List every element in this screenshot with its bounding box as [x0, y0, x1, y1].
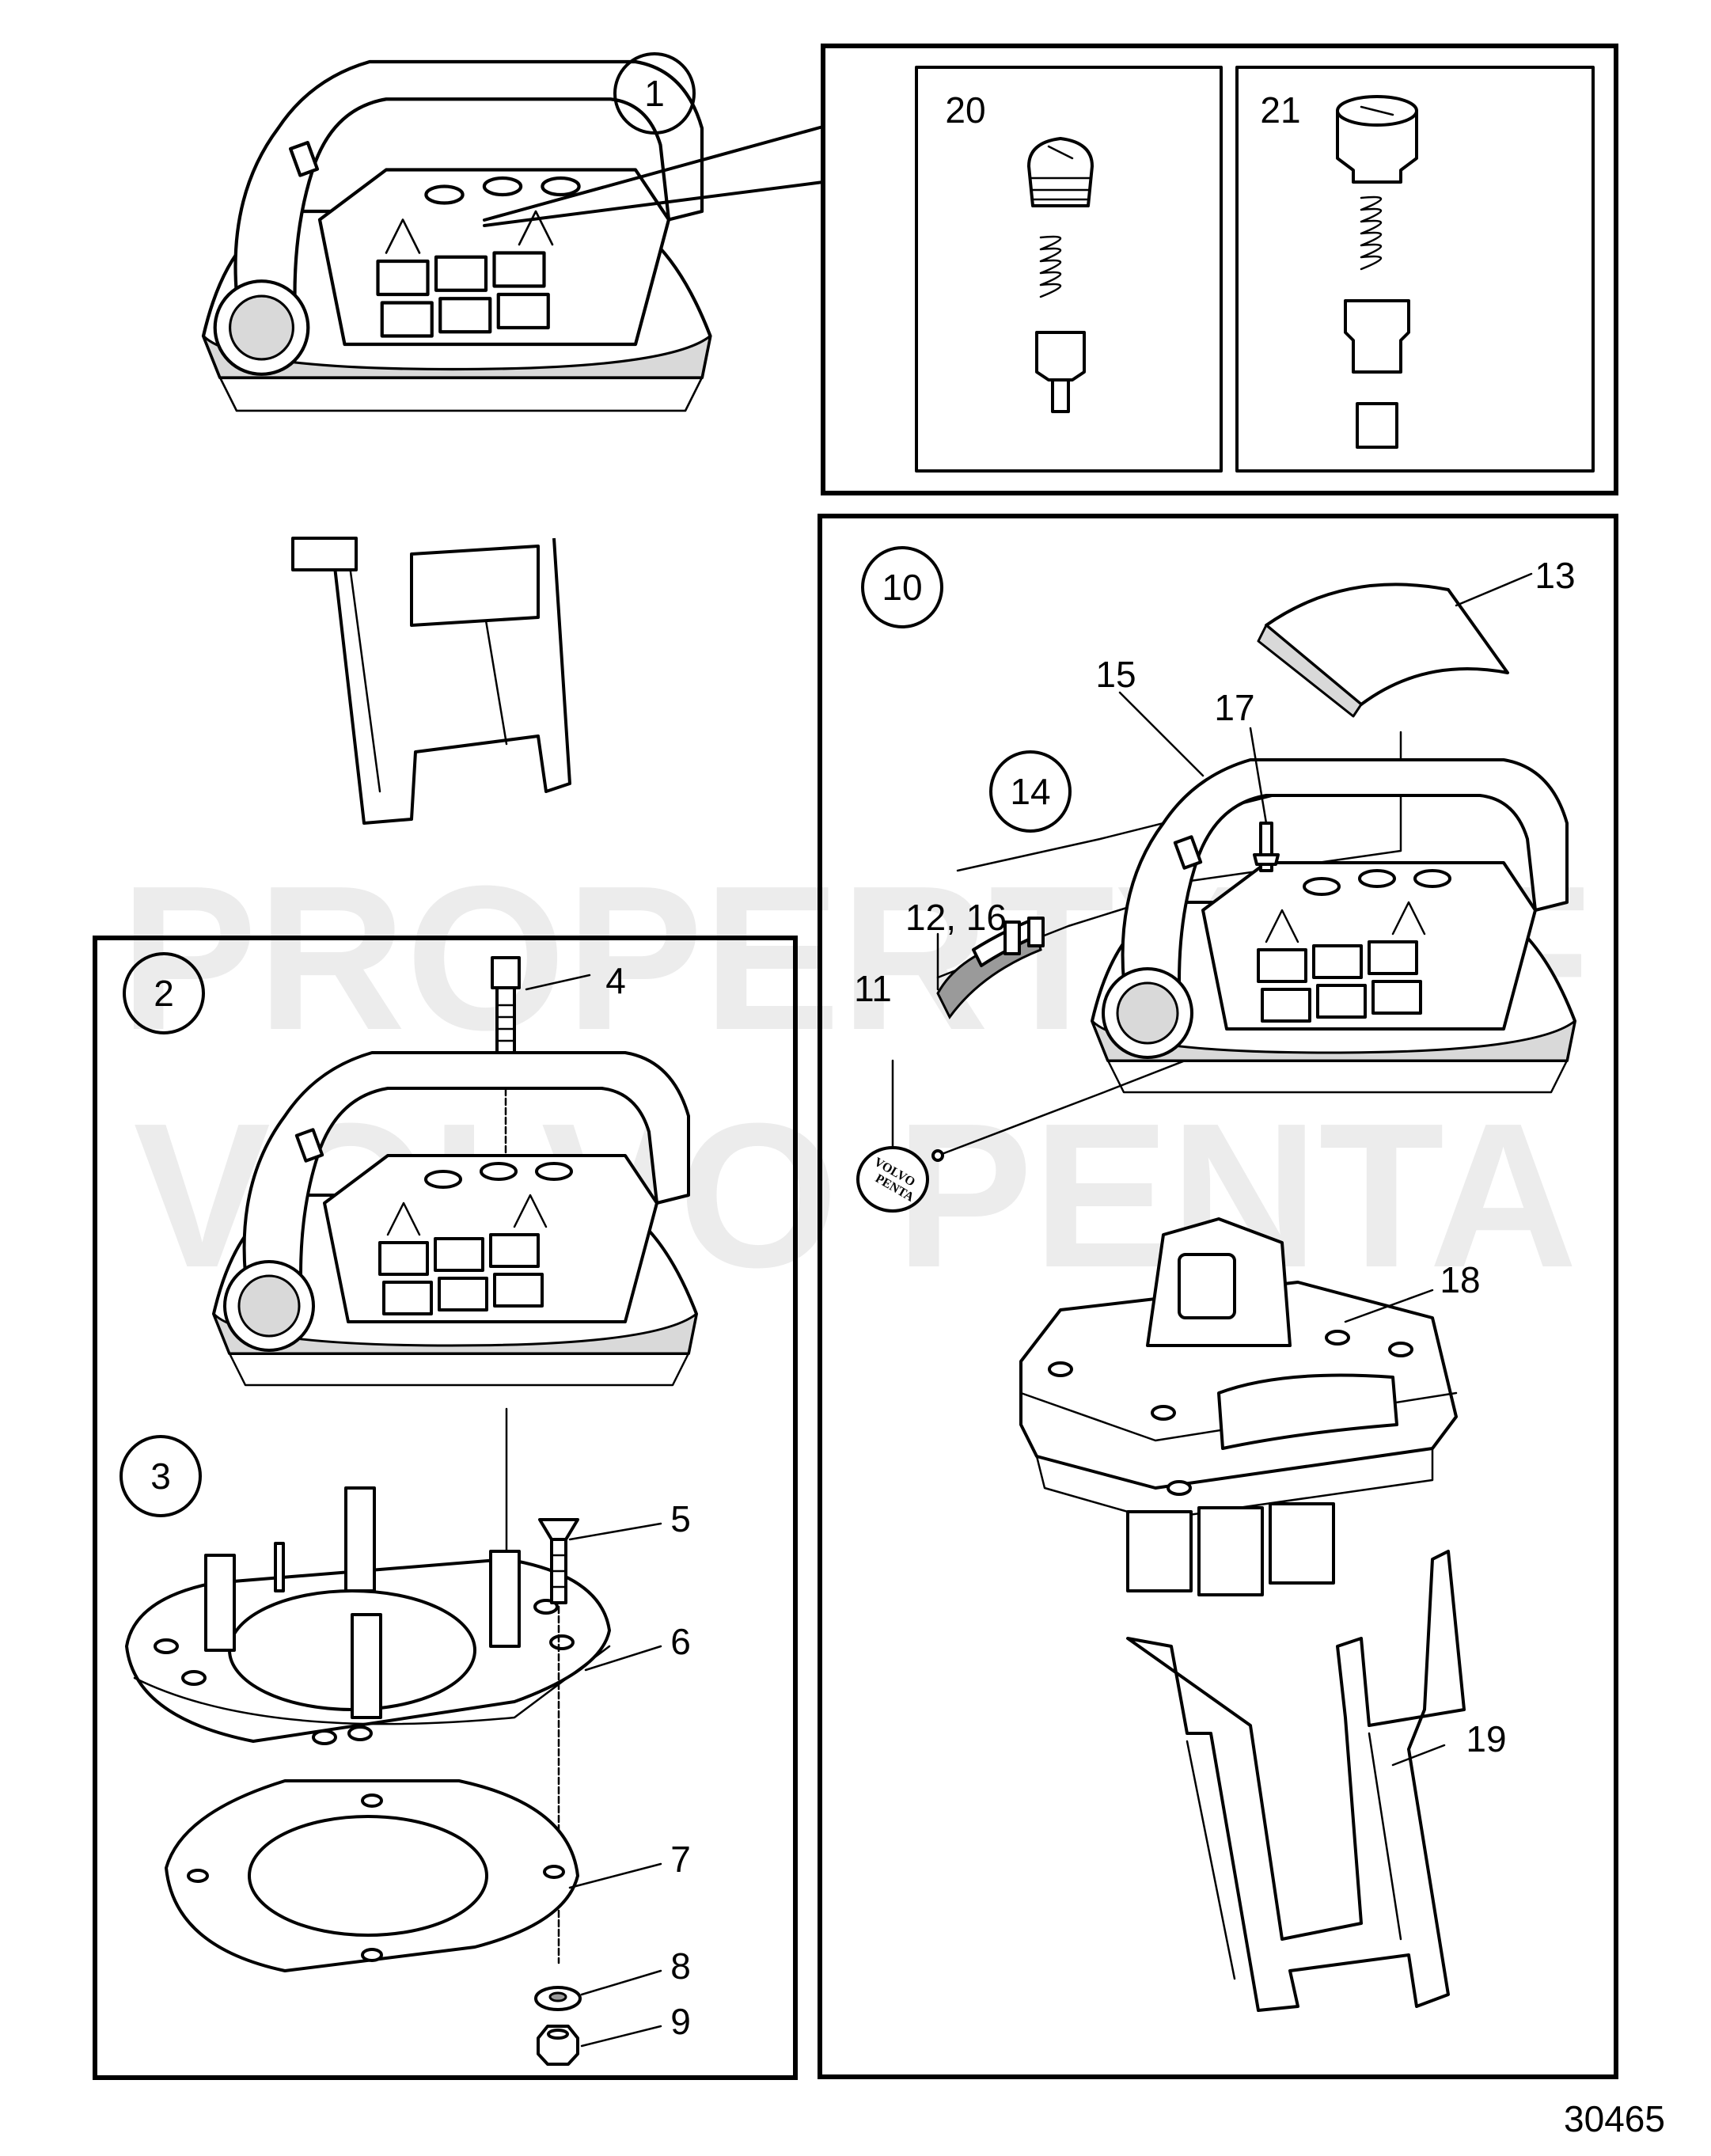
valve-part-20 [1027, 137, 1094, 413]
label-5: 5 [670, 1498, 691, 1539]
bracket-part-19 [1126, 1550, 1466, 2012]
label-14: 14 [1010, 771, 1050, 812]
label-18: 18 [1440, 1259, 1480, 1300]
logo-cap-part-11: VOLVO PENTA [856, 1146, 944, 1213]
cover-part-13 [1257, 583, 1509, 718]
stud-group [204, 1486, 521, 1719]
base-unit-part-18 [1019, 1217, 1458, 1596]
figure-number: 30465 [1564, 2098, 1665, 2139]
label-7: 7 [670, 1839, 691, 1880]
label-9: 9 [670, 2001, 691, 2042]
label-20: 20 [945, 89, 985, 131]
nut-part-9 [537, 2025, 579, 2066]
valve-part-21 [1336, 95, 1418, 449]
label-21: 21 [1260, 89, 1300, 131]
label-2: 2 [154, 973, 174, 1014]
label-12-16: 12, 16 [905, 897, 1007, 938]
gasket-part-7 [165, 1779, 579, 1972]
label-13: 13 [1535, 555, 1575, 596]
label-11: 11 [854, 968, 892, 1009]
label-17: 17 [1214, 687, 1254, 728]
button-part-12-16 [936, 917, 1045, 1019]
screw-part-5 [538, 1518, 579, 1964]
washer-part-8 [534, 1986, 582, 2011]
label-3: 3 [150, 1456, 171, 1497]
detail-frame-valves [483, 44, 1618, 495]
label-1: 1 [644, 73, 665, 114]
mounting-plate-part-6 [125, 1486, 611, 1745]
label-6: 6 [670, 1621, 691, 1662]
callouts: 1 2 3 10 14 20 21 4 5 6 7 8 9 11 12, 16 … [120, 52, 1665, 2139]
screw-part-17 [1253, 822, 1280, 872]
label-19: 19 [1466, 1718, 1506, 1759]
label-15: 15 [1095, 654, 1136, 695]
kit-frame-10: VOLVO PENTA [818, 514, 1618, 2079]
control-unit-assembly [203, 62, 710, 825]
label-8: 8 [670, 1945, 691, 1987]
label-4: 4 [605, 960, 626, 1001]
label-10: 10 [882, 567, 922, 608]
kit-frame-2-3 [93, 936, 798, 2080]
